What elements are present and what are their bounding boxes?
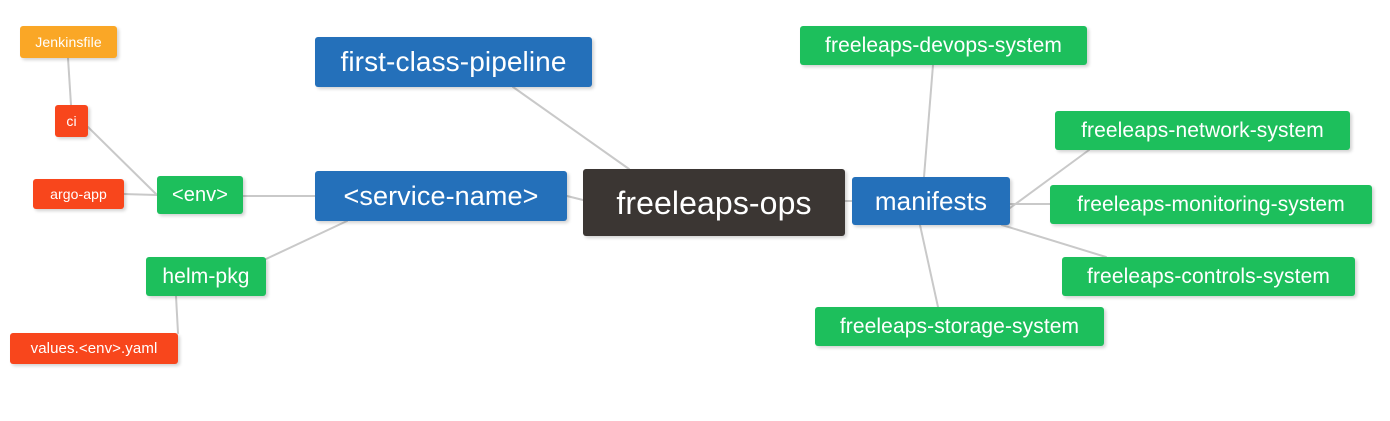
edge-argo-app-to-env	[123, 193, 158, 196]
mindmap-node-freeleaps-monitoring-system[interactable]: freeleaps-monitoring-system	[1050, 185, 1372, 224]
edge-manifests-to-freeleaps-controls-system	[1001, 224, 1107, 258]
mindmap-node-freeleaps-storage-system[interactable]: freeleaps-storage-system	[815, 307, 1104, 346]
mindmap-node-manifests[interactable]: manifests	[852, 177, 1010, 225]
edge-jenkinsfile-to-ci	[67, 57, 72, 106]
edge-manifests-to-freeleaps-devops-system	[923, 64, 934, 178]
mindmap-node-values-yaml[interactable]: values.<env>.yaml	[10, 333, 178, 364]
mindmap-node-jenkinsfile[interactable]: Jenkinsfile	[20, 26, 117, 58]
mindmap-node-env[interactable]: <env>	[157, 176, 243, 214]
mindmap-node-argo-app[interactable]: argo-app	[33, 179, 124, 209]
mindmap-node-service-name[interactable]: <service-name>	[315, 171, 567, 221]
edge-first-class-pipeline-to-freeleaps-ops	[512, 86, 630, 170]
mindmap-node-freeleaps-controls-system[interactable]: freeleaps-controls-system	[1062, 257, 1355, 296]
mindmap-node-freeleaps-devops-system[interactable]: freeleaps-devops-system	[800, 26, 1087, 65]
mindmap-node-helm-pkg[interactable]: helm-pkg	[146, 257, 266, 296]
edge-values-yaml-to-helm-pkg	[175, 295, 179, 334]
mindmap-node-freeleaps-network-system[interactable]: freeleaps-network-system	[1055, 111, 1350, 150]
mindmap-node-first-class-pipeline[interactable]: first-class-pipeline	[315, 37, 592, 87]
edge-manifests-to-freeleaps-storage-system	[919, 224, 939, 308]
mindmap-node-freeleaps-ops[interactable]: freeleaps-ops	[583, 169, 845, 236]
edge-service-name-to-freeleaps-ops	[566, 195, 584, 201]
mindmap-node-ci[interactable]: ci	[55, 105, 88, 137]
edge-helm-pkg-to-service-name	[265, 220, 348, 260]
